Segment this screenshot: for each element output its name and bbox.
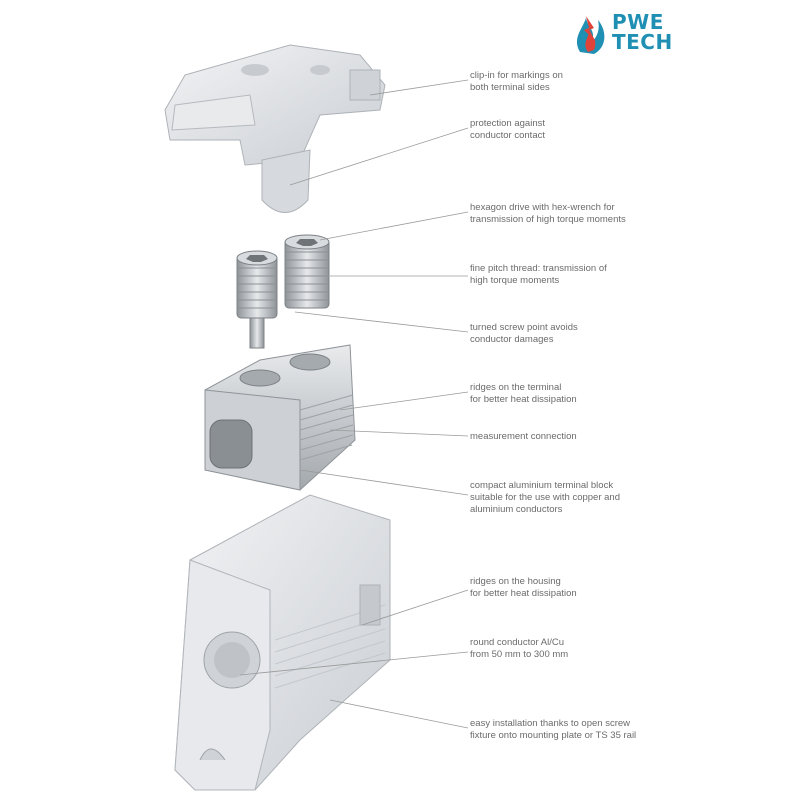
label-fine-pitch-thread: fine pitch thread: transmission of high … [470,263,607,286]
label-turned-screw-point: turned screw point avoids conductor dama… [470,322,578,345]
label-hexagon-drive: hexagon drive with hex-wrench for transm… [470,202,626,225]
screws [236,234,330,349]
logo-text-line2: TECH [612,30,673,54]
label-measurement-connection: measurement connection [470,431,577,442]
pwe-tech-logo: PWE TECH [572,8,682,58]
callout-labels: clip-in for markings on both terminal si… [470,0,790,800]
terminal-housing [174,494,391,791]
flame-icon [576,16,605,54]
aluminium-terminal-block [204,344,356,491]
label-housing-ridges: ridges on the housing for better heat di… [470,576,577,599]
leader-lines [239,79,469,729]
label-easy-installation: easy installation thanks to open screw f… [470,718,637,741]
label-aluminium-block: compact aluminium terminal block suitabl… [470,480,620,515]
label-conductor-protection: protection against conductor contact [470,118,545,141]
logo-text-line1: PWE [612,10,664,34]
label-terminal-ridges: ridges on the terminal for better heat d… [470,382,577,405]
label-round-conductor: round conductor Al/Cu from 50 mm to 300 … [470,637,569,660]
top-cover [164,44,386,213]
label-clip-in-markings: clip-in for markings on both terminal si… [470,70,563,93]
